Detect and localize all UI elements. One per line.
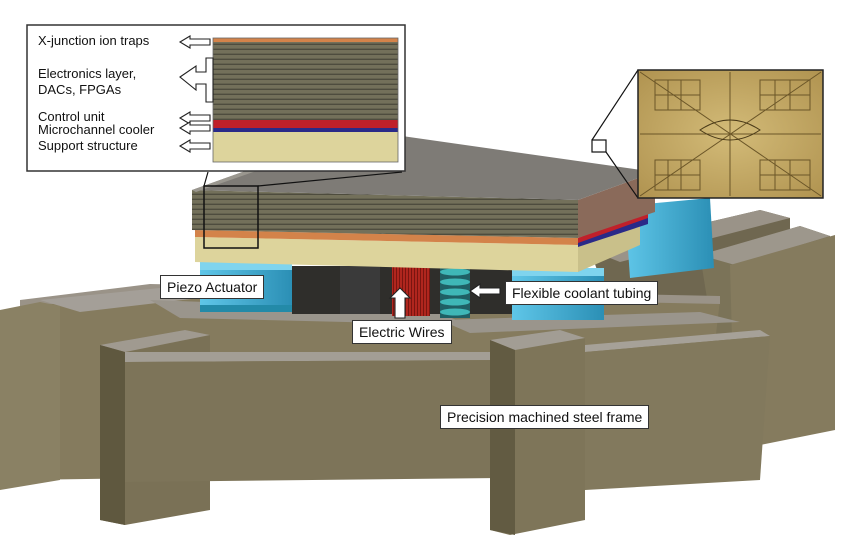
label-support-structure: Support structure bbox=[38, 138, 138, 153]
callout-steel-frame: Precision machined steel frame bbox=[440, 405, 650, 429]
label-electronics-line1: Electronics layer, bbox=[38, 66, 137, 81]
zoom-box-chip bbox=[591, 69, 639, 199]
label-electronics-line2: DACs, FPGAs bbox=[38, 82, 122, 97]
support-structure bbox=[195, 225, 640, 272]
label-ion-traps: X-junction ion traps bbox=[38, 33, 150, 48]
inset-arrows bbox=[178, 35, 214, 153]
coolant-tubing bbox=[440, 264, 470, 318]
label-microchannel-cooler: Microchannel cooler bbox=[38, 122, 155, 137]
callout-arrows bbox=[388, 282, 501, 319]
callout-electric-wires: Electric Wires bbox=[352, 320, 452, 344]
electronics-stack bbox=[192, 172, 655, 238]
layer-inset bbox=[26, 24, 406, 172]
zoom-box-stack bbox=[203, 171, 403, 249]
steel-frame bbox=[0, 210, 835, 535]
chip-inset bbox=[637, 69, 824, 199]
callout-coolant-tubing: Flexible coolant tubing bbox=[505, 281, 659, 305]
callout-piezo-actuator: Piezo Actuator bbox=[160, 275, 265, 299]
label-control-unit: Control unit bbox=[38, 109, 105, 124]
